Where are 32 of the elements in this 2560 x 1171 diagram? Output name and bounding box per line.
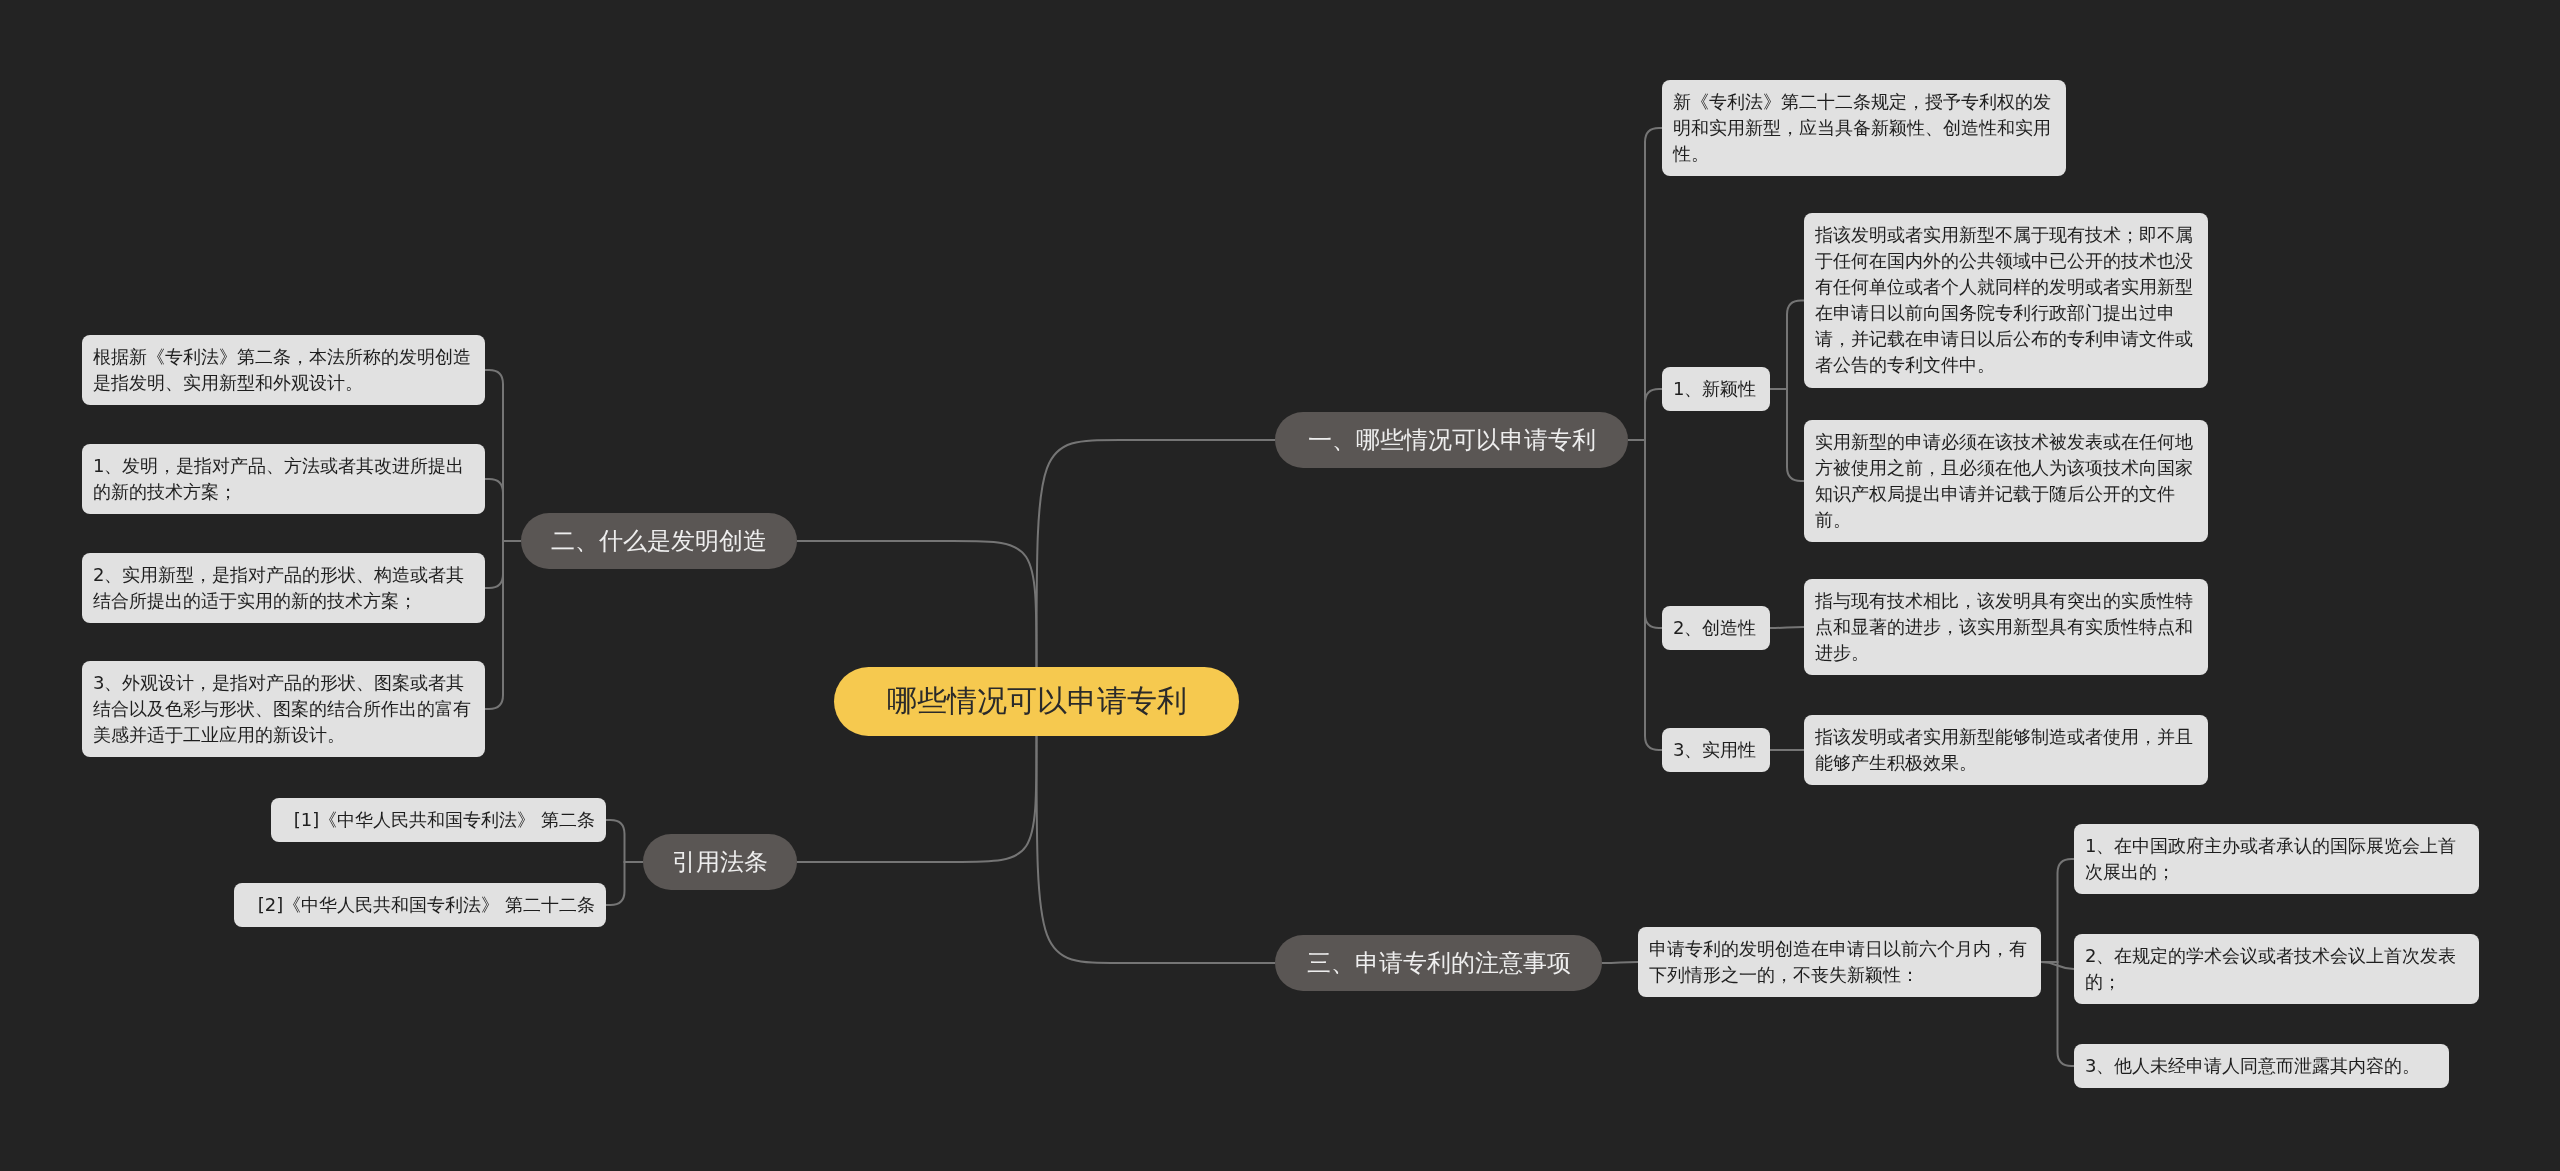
- topic-box: 指与现有技术相比，该发明具有突出的实质性特点和显著的进步，该实用新型具有实质性特点和进步。: [1804, 579, 2208, 676]
- topic-box: 2、创造性: [1662, 606, 1770, 651]
- topic-box: 3、实用性: [1662, 728, 1770, 773]
- topic-box: 1、新颖性: [1662, 367, 1770, 412]
- topic-box: 3、外观设计，是指对产品的形状、图案或者其结合以及色彩与形状、图案的结合所作出的富有美感并适于工业应用的新设计。: [82, 661, 485, 758]
- topic-box: 指该发明或者实用新型能够制造或者使用，并且能够产生积极效果。: [1804, 715, 2208, 786]
- topic-box: 2、在规定的学术会议或者技术会议上首次发表的；: [2074, 934, 2479, 1005]
- topic-box: 根据新《专利法》第二条，本法所称的发明创造是指发明、实用新型和外观设计。: [82, 335, 485, 406]
- branch-topic: 二、什么是发明创造: [521, 513, 797, 569]
- connector-line: [1035, 439, 1276, 668]
- connector-line: [1035, 735, 1276, 964]
- topic-box: 新《专利法》第二十二条规定，授予专利权的发明和实用新型，应当具备新颖性、创造性和实用性。: [1662, 80, 2066, 177]
- topic-box: 1、发明，是指对产品、方法或者其改进所提出的新的技术方案；: [82, 444, 485, 515]
- topic-box: 3、他人未经申请人同意而泄露其内容的。: [2074, 1044, 2449, 1089]
- connector-line: [796, 540, 1038, 668]
- branch-topic: 引用法条: [643, 834, 797, 890]
- connector-line: [1769, 626, 1805, 629]
- topic-box: 申请专利的发明创造在申请日以前六个月内，有下列情形之一的，不丧失新颖性：: [1638, 927, 2041, 998]
- topic-box: 实用新型的申请必须在该技术被发表或在任何地方被使用之前，且必须在他人为该项技术向国家知识产权局提出申请并记载于随后公开的文件前。: [1804, 420, 2208, 543]
- topic-box: 1、在中国政府主办或者承认的国际展览会上首次展出的；: [2074, 824, 2479, 895]
- topic-box: 2、实用新型，是指对产品的形状、构造或者其结合所提出的适于实用的新的技术方案；: [82, 553, 485, 624]
- branch-topic: 一、哪些情况可以申请专利: [1275, 412, 1628, 468]
- connector-line: [1601, 961, 1639, 964]
- central-topic: 哪些情况可以申请专利: [834, 667, 1239, 736]
- topic-box: 指该发明或者实用新型不属于现有技术；即不属于任何在国内外的公共领域中已公开的技术也没有任何单位或者个人就同样的发明或者实用新型在申请日以前向国务院专利行政部门提出过申请，并记载在申请日以后公布的专利申请文件或者公告的专利文件中。: [1804, 213, 2208, 388]
- connector-line: [1627, 439, 1663, 751]
- topic-box: [2]《中华人民共和国专利法》 第二十二条: [234, 883, 606, 928]
- connector-line: [1769, 749, 1805, 751]
- connector-line: [605, 861, 644, 906]
- connector-line: [796, 735, 1038, 863]
- branch-topic: 三、申请专利的注意事项: [1275, 935, 1602, 991]
- topic-box: [1]《中华人民共和国专利法》 第二条: [271, 798, 606, 843]
